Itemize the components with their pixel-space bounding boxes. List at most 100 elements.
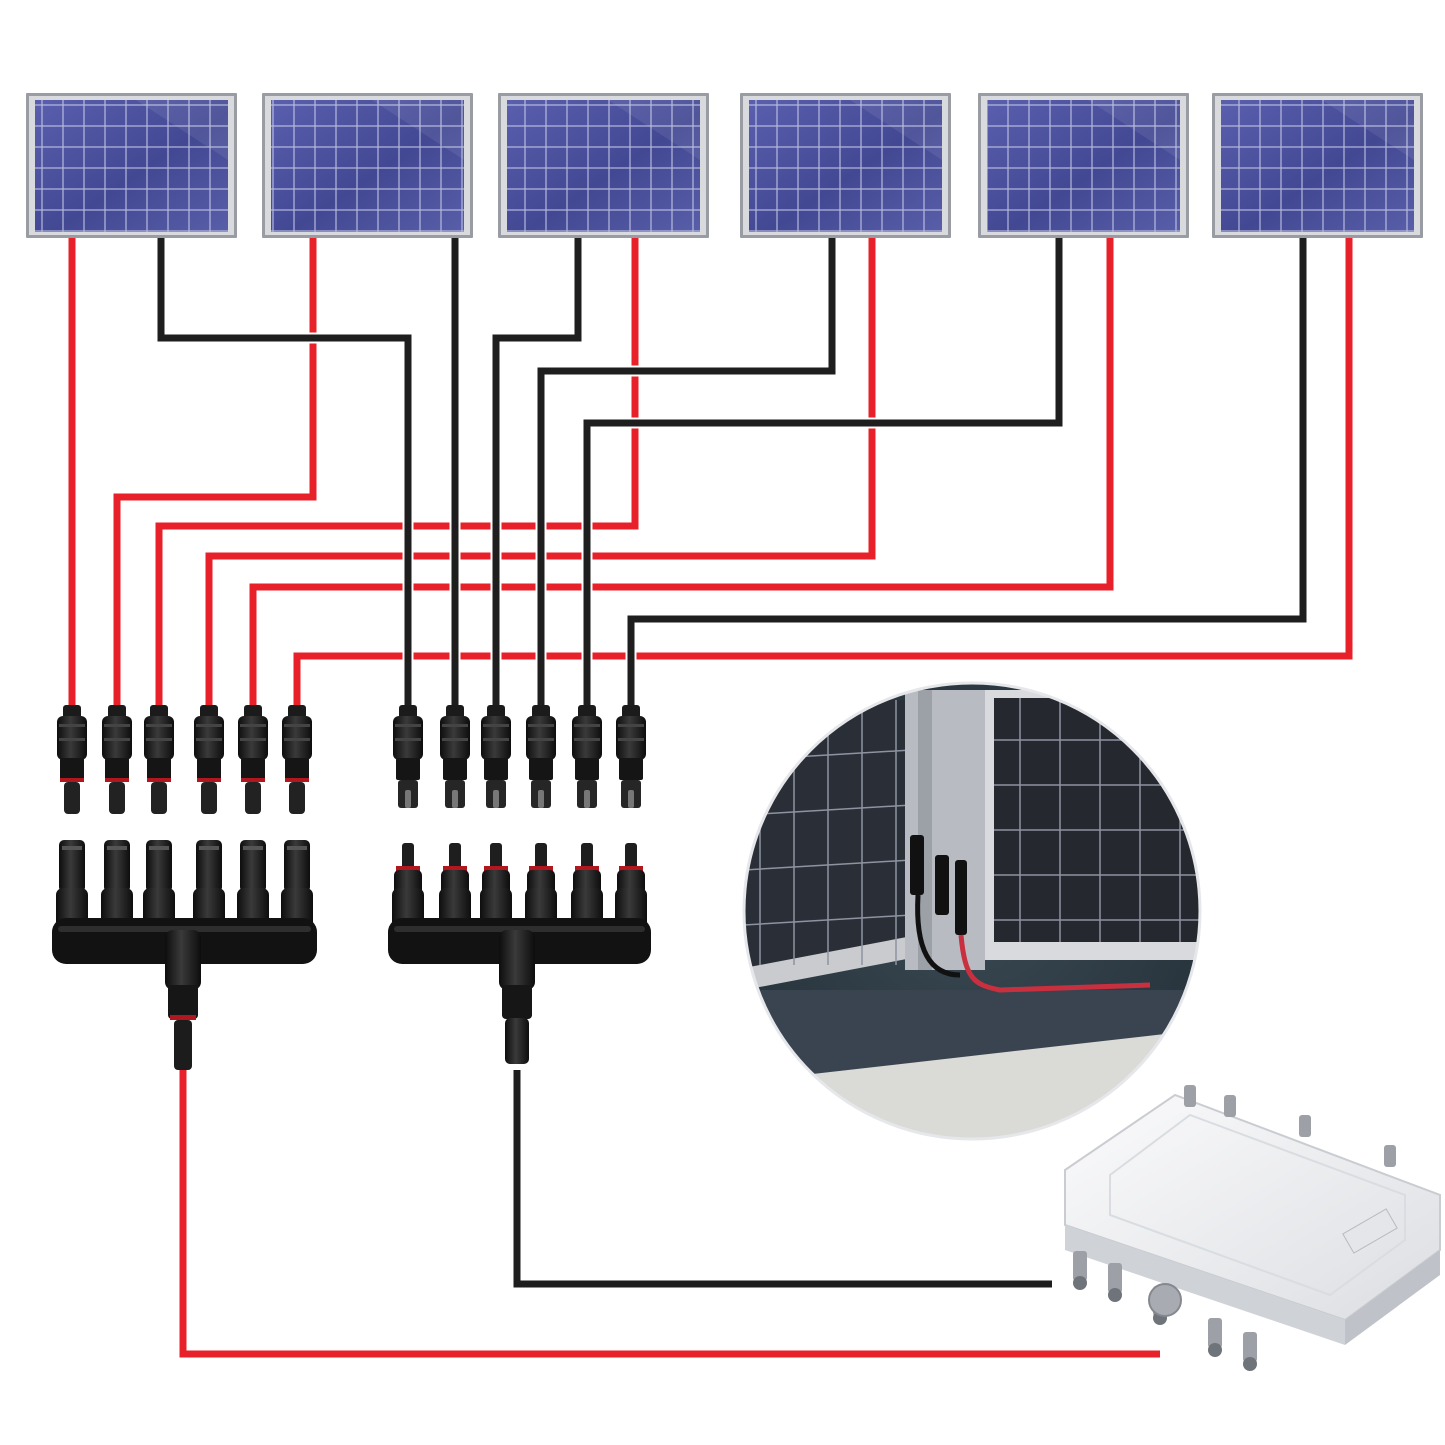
photo-connector — [935, 855, 949, 915]
connector-layer — [57, 705, 646, 814]
panel-glare — [608, 100, 700, 160]
right-panel — [994, 698, 1200, 942]
negative-mc4-connector-6 — [616, 705, 646, 808]
branch-pin-1 — [402, 843, 414, 869]
solar-panel-6 — [1212, 93, 1423, 238]
branch-socket-2 — [104, 840, 130, 892]
solar-panel-1 — [26, 93, 237, 238]
red-trunk-wire — [179, 1070, 1160, 1358]
negative-mc4-connector-4 — [526, 705, 556, 808]
connector-red-ring — [285, 778, 309, 782]
black-wire-panel-1 — [157, 236, 412, 712]
connector-nut — [197, 758, 221, 780]
connector-pin — [109, 782, 125, 814]
inverter-port-5 — [1243, 1332, 1257, 1362]
negative-mc4-connector-2 — [440, 705, 470, 808]
branch-stem — [499, 930, 535, 990]
solar-panel-2 — [262, 93, 473, 238]
inverter-top-port-1 — [1184, 1085, 1196, 1107]
inverter-panel-outline — [1109, 1113, 1406, 1297]
branch-nut — [502, 985, 532, 1019]
branch-nut — [168, 985, 198, 1019]
inverter-port-1 — [1073, 1251, 1087, 1281]
branch-output-socket — [505, 1018, 529, 1064]
positive-branch-connector — [52, 840, 317, 1070]
connector-nut — [396, 758, 420, 780]
negative-branch-connector — [388, 843, 651, 1064]
positive-mc4-connector-4 — [194, 705, 224, 814]
connector-pin — [289, 782, 305, 814]
connector-red-ring — [147, 778, 171, 782]
panel-cell-grid — [1221, 100, 1414, 232]
panel-cell-grid — [987, 100, 1180, 232]
branch-pin-2 — [449, 843, 461, 869]
branch-connector-layer — [52, 840, 651, 1070]
connector-nut — [484, 758, 508, 780]
red-wire-panel-5 — [249, 236, 1114, 712]
red-wire-panel-6 — [293, 236, 1353, 712]
inverter-top-port-2 — [1224, 1095, 1236, 1117]
red-wire-panel-2 — [113, 236, 317, 712]
negative-mc4-connector-5 — [572, 705, 602, 808]
photo-connector — [910, 835, 924, 895]
solar-panel-5 — [978, 93, 1189, 238]
branch-pin-4 — [535, 843, 547, 869]
photo-black-cable — [915, 894, 961, 978]
panel-cell-grid — [749, 100, 942, 232]
panel-glare — [850, 100, 942, 160]
branch-socket-4 — [196, 840, 222, 892]
connector-nut — [285, 758, 309, 780]
inverter-top-port-3 — [1299, 1115, 1311, 1137]
connector-red-ring — [60, 778, 84, 782]
connector-pin — [151, 782, 167, 814]
black-wire-panel-3 — [492, 236, 582, 712]
negative-mc4-connector-3 — [481, 705, 511, 808]
positive-mc4-connector-6 — [282, 705, 312, 814]
connector-nut — [147, 758, 171, 780]
black-wire-panel-6 — [627, 236, 1307, 712]
connector-nut — [619, 758, 643, 780]
connector-nut — [575, 758, 599, 780]
inverter-top-port-4 — [1384, 1145, 1396, 1167]
branch-socket-3 — [146, 840, 172, 892]
black-wire-panel-4 — [537, 236, 836, 712]
panel-glare — [136, 100, 228, 160]
positive-mc4-connector-2 — [102, 705, 132, 814]
solar-panel-4 — [740, 93, 951, 238]
panel-glare — [1088, 100, 1180, 160]
negative-mc4-connector-1 — [393, 705, 423, 808]
positive-mc4-connector-5 — [238, 705, 268, 814]
branch-pin-3 — [490, 843, 502, 869]
panel-cell-grid — [35, 100, 228, 232]
inverter-ac-port — [1148, 1283, 1182, 1317]
branch-pin-5 — [581, 843, 593, 869]
panel-glare — [372, 100, 464, 160]
branch-socket-6 — [284, 840, 310, 892]
positive-mc4-connector-1 — [57, 705, 87, 814]
branch-socket-1 — [59, 840, 85, 892]
connector-nut — [443, 758, 467, 780]
inverter-port-2 — [1108, 1263, 1122, 1293]
photo-frame — [742, 681, 1202, 1141]
connector-red-ring — [197, 778, 221, 782]
connector-pin — [201, 782, 217, 814]
inverter-port-4 — [1208, 1318, 1222, 1348]
panel-layer — [26, 93, 1423, 238]
panel-cell-grid — [507, 100, 700, 232]
branch-stem — [165, 930, 201, 990]
connector-red-ring — [105, 778, 129, 782]
black-trunk-wire — [513, 1070, 1052, 1288]
photo-red-cable — [958, 934, 1151, 993]
inverter-side-right — [1345, 1250, 1440, 1345]
inverter-label-plate — [1342, 1208, 1398, 1254]
branch-socket-5 — [240, 840, 266, 892]
positive-mc4-connector-3 — [144, 705, 174, 814]
connector-pin — [64, 782, 80, 814]
connector-nut — [529, 758, 553, 780]
connector-pin — [245, 782, 261, 814]
connector-red-ring — [241, 778, 265, 782]
branch-output-pin — [174, 1020, 192, 1070]
black-wire-panel-5 — [583, 236, 1063, 712]
